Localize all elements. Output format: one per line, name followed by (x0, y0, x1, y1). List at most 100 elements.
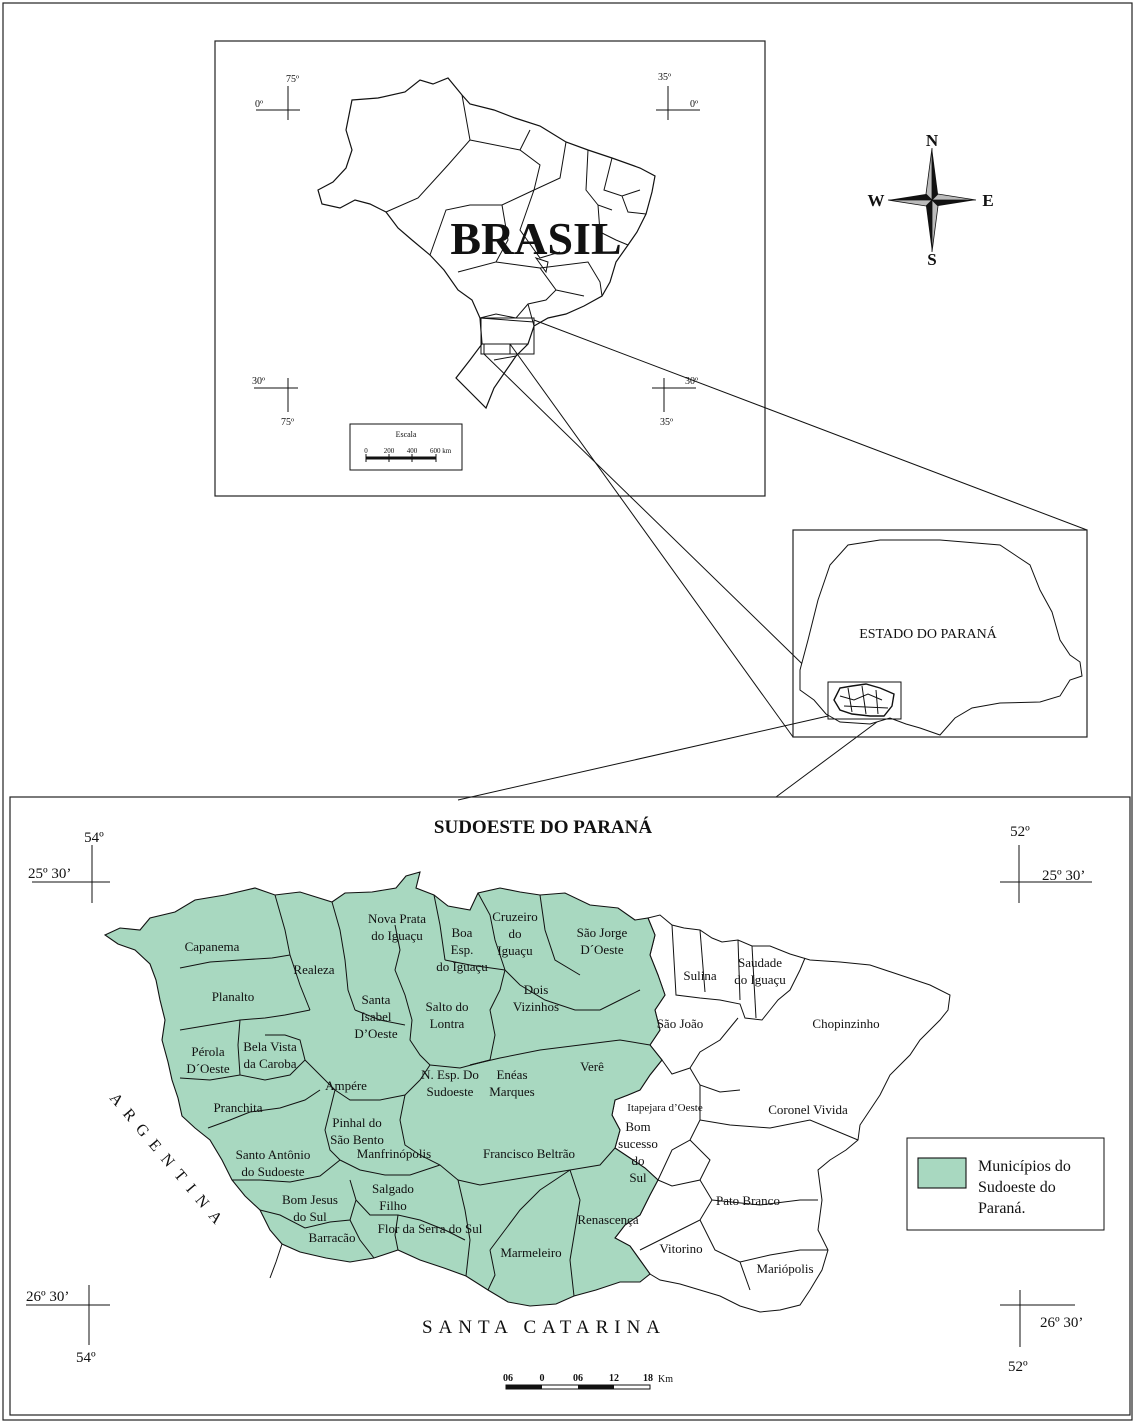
label-boa-3: do Iguaçu (436, 959, 488, 974)
label-boa: Boa (452, 925, 473, 940)
compass-n: N (926, 131, 939, 150)
main-scale-tick: 06 (503, 1373, 513, 1384)
brazil-lat-bottom: 30º (252, 376, 265, 387)
coord-tr-lat: 25º 30’ (1042, 868, 1085, 884)
label-pinhal: Pinhal do (332, 1115, 381, 1130)
coord-tl-lon: 54º (84, 830, 104, 846)
state-borders (385, 94, 647, 361)
label-bom-jesus: Bom Jesus (282, 1192, 338, 1207)
label-realeza: Realeza (293, 962, 334, 977)
compass-s: S (927, 250, 936, 269)
compass-e: E (982, 191, 993, 210)
parana-inset: ESTADO DO PARANÁ (792, 529, 1088, 738)
label-sao-jorge-2: D´Oeste (580, 942, 624, 957)
main-scale-tick: 12 (609, 1373, 619, 1384)
label-pinhal-2: São Bento (330, 1132, 384, 1147)
label-perola: Pérola (191, 1044, 224, 1059)
main-scale-tick: 06 (573, 1373, 583, 1384)
sudoeste-map: SUDOESTE DO PARANÁ (9, 796, 1131, 1416)
label-bom-sucesso-3: do (632, 1153, 645, 1168)
coord-tr-lon: 52º (1010, 824, 1030, 840)
brazil-scale-tick: 400 (407, 447, 418, 455)
neighbor-santa-catarina: SANTA CATARINA (422, 1317, 666, 1338)
label-dois-2: Vizinhos (513, 999, 559, 1014)
label-nova-prata-2: do Iguaçu (371, 928, 423, 943)
label-sao-joao: São João (657, 1016, 704, 1031)
main-map-frame (9, 796, 1131, 1416)
coord-br-lat: 26º 30’ (1040, 1315, 1083, 1331)
coord-br-lon: 52º (1008, 1359, 1028, 1375)
main-scale-bar: 06 0 06 12 18 Km (503, 1373, 673, 1390)
label-bela-vista-2: da Caroba (243, 1056, 296, 1071)
label-cruzeiro-3: Iguaçu (497, 943, 533, 958)
legend-label-line: Sudoeste do (978, 1179, 1056, 1196)
label-vitorino: Vitorino (659, 1241, 702, 1256)
label-santa: Santa (362, 992, 391, 1007)
label-capanema: Capanema (185, 939, 240, 954)
label-santa-2: Isabel (360, 1009, 391, 1024)
label-nova-prata: Nova Prata (368, 911, 426, 926)
label-sao-jorge: São Jorge (577, 925, 628, 940)
coord-tl-lat: 25º 30’ (28, 866, 71, 882)
label-ampere: Ampére (325, 1078, 367, 1093)
legend: Municípios do Sudoeste do Paraná. (906, 1137, 1105, 1231)
brazil-lon-right: 35º (658, 72, 671, 83)
main-scale-tick: 18 (643, 1373, 653, 1384)
legend-label-line: Municípios do (978, 1158, 1071, 1175)
legend-swatch (917, 1157, 967, 1189)
label-salgado: Salgado (372, 1181, 414, 1196)
other-municipality-borders (639, 924, 859, 1291)
brazil-coord-crosses (254, 86, 700, 412)
label-chopinzinho: Chopinzinho (812, 1016, 879, 1031)
coord-bl-lat: 26º 30’ (26, 1289, 69, 1305)
sudoeste-highlight-box (483, 343, 511, 355)
label-saudade: Saudade (738, 955, 782, 970)
legend-box (906, 1137, 1105, 1231)
label-eneas-2: Marques (489, 1084, 535, 1099)
label-nova-esperanca-2: Sudoeste (427, 1084, 474, 1099)
brazil-lat-top-right: 0º (690, 99, 698, 110)
label-bom-jesus-2: do Sul (293, 1209, 327, 1224)
parana-label: ESTADO DO PARANÁ (859, 625, 997, 642)
label-pato-branco: Pato Branco (716, 1193, 780, 1208)
brazil-scale-tick: 200 (384, 447, 395, 455)
label-mariopolis: Mariópolis (756, 1261, 813, 1276)
brazil-scale-tick: 600 km (430, 447, 452, 455)
label-bela-vista: Bela Vista (243, 1039, 297, 1054)
label-eneas: Enéas (496, 1067, 527, 1082)
main-map-title: SUDOESTE DO PARANÁ (434, 816, 652, 838)
compass-rose-icon: N S E W (868, 131, 994, 269)
label-santo-antonio-2: do Sudoeste (241, 1164, 304, 1179)
sudoeste-municipality-borders (179, 892, 651, 1297)
label-sulina: Sulina (683, 968, 716, 983)
other-municipality-labels: Sulina Saudade do Iguaçu São João Chopin… (618, 955, 879, 1276)
label-bom-sucesso-4: Sul (629, 1170, 647, 1185)
label-coronel-vivida: Coronel Vivida (768, 1102, 848, 1117)
brazil-lon-bottom-left: 75º (281, 417, 294, 428)
label-pranchita: Pranchita (213, 1100, 262, 1115)
label-salto: Salto do (426, 999, 469, 1014)
label-manfrinopolis: Manfrinópolis (357, 1146, 431, 1161)
legend-label-line: Paraná. (978, 1200, 1026, 1217)
label-vere: Verê (580, 1059, 604, 1074)
label-nova-esperanca: N. Esp. Do (421, 1067, 479, 1082)
label-francisco-beltrao: Francisco Beltrão (483, 1146, 575, 1161)
label-itapejara: Itapejara d’Oeste (627, 1102, 703, 1114)
sudoeste-box (827, 681, 902, 720)
label-bom-sucesso: Bom (625, 1119, 650, 1134)
label-bom-sucesso-2: sucesso (618, 1136, 658, 1151)
inset-connector-lines (457, 319, 1088, 801)
label-marmeleiro: Marmeleiro (500, 1245, 561, 1260)
brazil-lon-left: 75º (286, 74, 299, 85)
parana-inset-frame (792, 529, 1088, 738)
brazil-inset-frame (214, 40, 766, 497)
coord-bl-lon: 54º (76, 1350, 96, 1366)
brazil-outline (317, 77, 656, 410)
brazil-lat-bottom-right: 30º (685, 376, 698, 387)
municipality-labels: Capanema Realeza Nova Prata do Iguaçu Bo… (185, 909, 639, 1260)
label-flor-da-serra: Flor da Serra do Sul (378, 1221, 483, 1236)
brazil-title: BRASIL (450, 213, 621, 264)
label-perola-2: D´Oeste (186, 1061, 230, 1076)
